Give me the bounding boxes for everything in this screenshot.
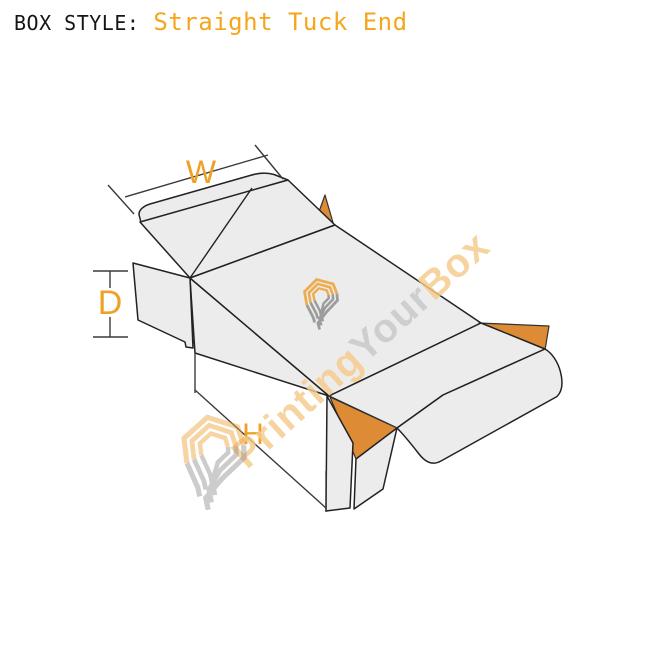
box-outline <box>132 172 563 512</box>
dim-depth: D <box>93 270 128 338</box>
side-flap-left <box>132 262 194 349</box>
brand-logo-watermark-icon <box>181 414 247 511</box>
dim-height: H <box>194 352 327 512</box>
page-title: BOX STYLE: Straight Tuck End <box>14 8 408 36</box>
box-style-label: BOX STYLE: <box>14 11 140 35</box>
closure-panel-top-crease <box>189 187 253 279</box>
width-label: W <box>186 154 217 190</box>
depth-label: D <box>98 284 123 322</box>
dim-width: W <box>107 144 284 215</box>
tuck-flap-bottom <box>396 348 563 464</box>
hanging-flap-right <box>353 427 398 510</box>
brand-logo-icon <box>302 278 339 330</box>
tuck-flap-top <box>138 172 289 224</box>
dimension-lines: W D H <box>93 144 327 512</box>
height-label: H <box>242 418 264 451</box>
box-style-value: Straight Tuck End <box>153 8 408 36</box>
